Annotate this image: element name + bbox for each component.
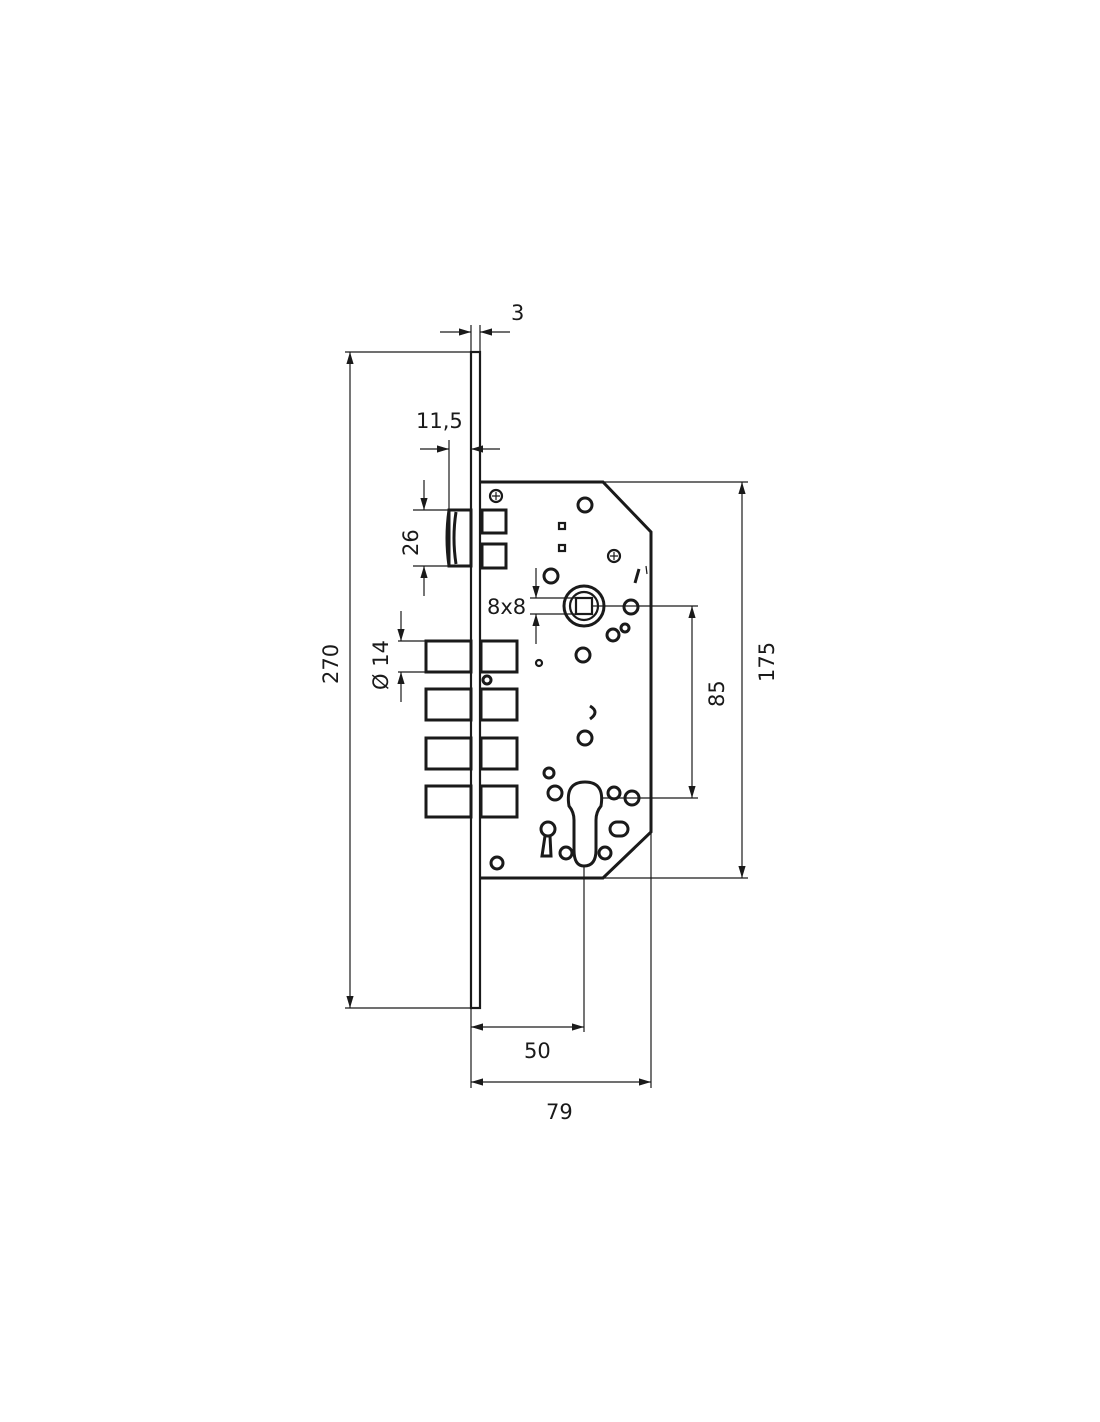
dim-bolt-diameter: Ø 14: [369, 611, 426, 702]
faceplate: [469, 350, 482, 1010]
deadbolts: [424, 639, 519, 819]
dim-latch-projection: 11,5: [416, 409, 500, 510]
label-case-depth: 79: [546, 1100, 573, 1124]
label-spindle-to-cylinder: 85: [705, 680, 729, 707]
label-backset: 50: [524, 1039, 551, 1063]
dim-faceplate-length: 270: [319, 351, 471, 1009]
case-details: [481, 488, 648, 871]
label-spindle-square: 8x8: [487, 595, 526, 619]
label-latch-height: 26: [399, 529, 423, 556]
lock-case: [480, 480, 653, 880]
label-faceplate-thickness: 3: [511, 301, 524, 325]
dim-case-height: 175: [603, 481, 779, 879]
dim-latch-height: 26: [399, 480, 449, 596]
dim-backset: 50: [470, 866, 585, 1088]
label-bolt-diameter: Ø 14: [369, 640, 393, 690]
dim-case-depth: 79: [471, 832, 652, 1124]
dim-spindle-square: 8x8: [487, 568, 576, 644]
cylinder-cutout: [566, 780, 604, 868]
dim-faceplate-thickness: 3: [440, 301, 524, 352]
latch-bolt: [445, 508, 508, 570]
dim-spindle-to-cylinder: 85: [592, 605, 729, 799]
label-faceplate-length: 270: [319, 644, 343, 684]
label-latch-projection: 11,5: [416, 409, 463, 433]
label-case-height: 175: [755, 642, 779, 682]
